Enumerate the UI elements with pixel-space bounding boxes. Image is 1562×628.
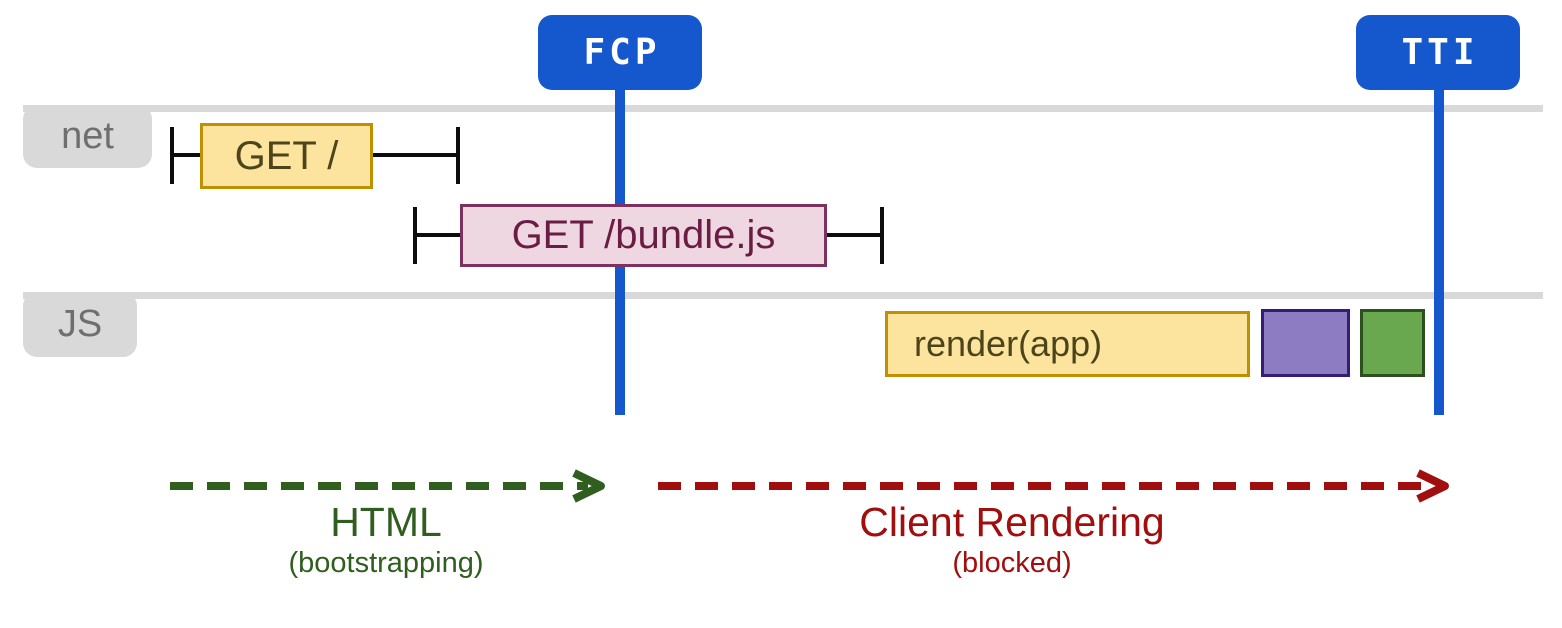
js-lane-label-text: JS <box>57 303 103 345</box>
net-lane-label-text: net <box>61 115 114 157</box>
net-lane-line <box>23 105 1543 112</box>
get-bundle-request-box: GET /bundle.js <box>460 204 827 267</box>
get-root-end-tick <box>456 127 460 184</box>
fcp-marker-badge: FCP <box>538 15 702 90</box>
html-phase-subtitle: (bootstrapping) <box>288 547 484 580</box>
html-phase-label: HTML (bootstrapping) <box>236 499 536 581</box>
get-root-request-label: GET / <box>234 133 339 178</box>
render-app-task-label: render(app) <box>914 323 1103 364</box>
purple-task-box <box>1261 309 1350 377</box>
net-lane-label: net <box>23 105 152 168</box>
client-rendering-phase-title: Client Rendering <box>859 499 1165 545</box>
green-task-box <box>1360 309 1425 377</box>
get-bundle-end-tick <box>880 207 884 264</box>
get-root-request-box: GET / <box>200 123 373 189</box>
client-rendering-phase-subtitle: (blocked) <box>952 547 1072 580</box>
get-root-left-whisker <box>174 153 200 157</box>
tti-marker-label: TTI <box>1401 32 1479 73</box>
render-app-task-box: render(app) <box>885 311 1250 377</box>
get-bundle-request-label: GET /bundle.js <box>511 213 776 257</box>
tti-marker-badge: TTI <box>1356 15 1520 90</box>
html-phase-arrowhead-icon <box>572 469 605 503</box>
client-rendering-phase-arrowhead-icon <box>1416 469 1449 503</box>
client-rendering-phase-label: Client Rendering (blocked) <box>812 499 1212 581</box>
get-bundle-left-whisker <box>417 233 460 237</box>
get-root-start-tick <box>170 127 174 184</box>
fcp-marker-label: FCP <box>583 32 661 73</box>
js-lane-label: JS <box>23 292 137 357</box>
tti-marker-line <box>1434 88 1444 415</box>
get-bundle-right-whisker <box>827 233 880 237</box>
get-root-right-whisker <box>373 153 456 157</box>
html-phase-title: HTML <box>330 499 442 545</box>
js-lane-line <box>23 292 1543 299</box>
get-bundle-start-tick <box>413 207 417 264</box>
